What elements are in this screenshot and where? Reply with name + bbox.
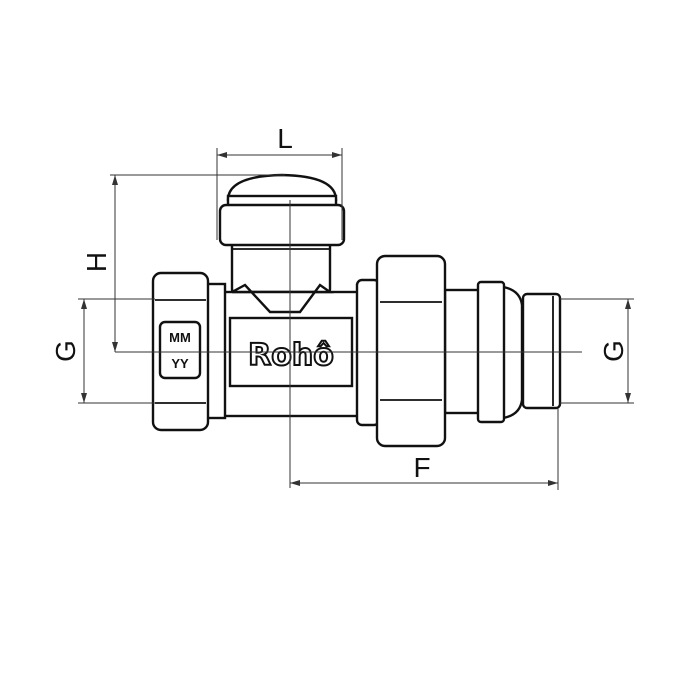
svg-text:G: G [50,340,81,362]
dimension-F: F [290,408,559,490]
right-union [355,254,562,448]
stamp-month: MM [169,330,191,345]
dimension-G-left: G [50,298,155,404]
dimension-L: L [216,123,343,240]
svg-text:L: L [277,123,293,154]
dimension-G-right: G [560,298,634,404]
svg-text:G: G [598,340,629,362]
stamp-year: YY [171,356,189,371]
svg-text:F: F [413,452,430,483]
dimension-H: H [81,174,285,352]
brand-logo: Rohô [248,338,334,373]
valve-cap [218,173,346,297]
svg-text:H: H [81,252,112,272]
